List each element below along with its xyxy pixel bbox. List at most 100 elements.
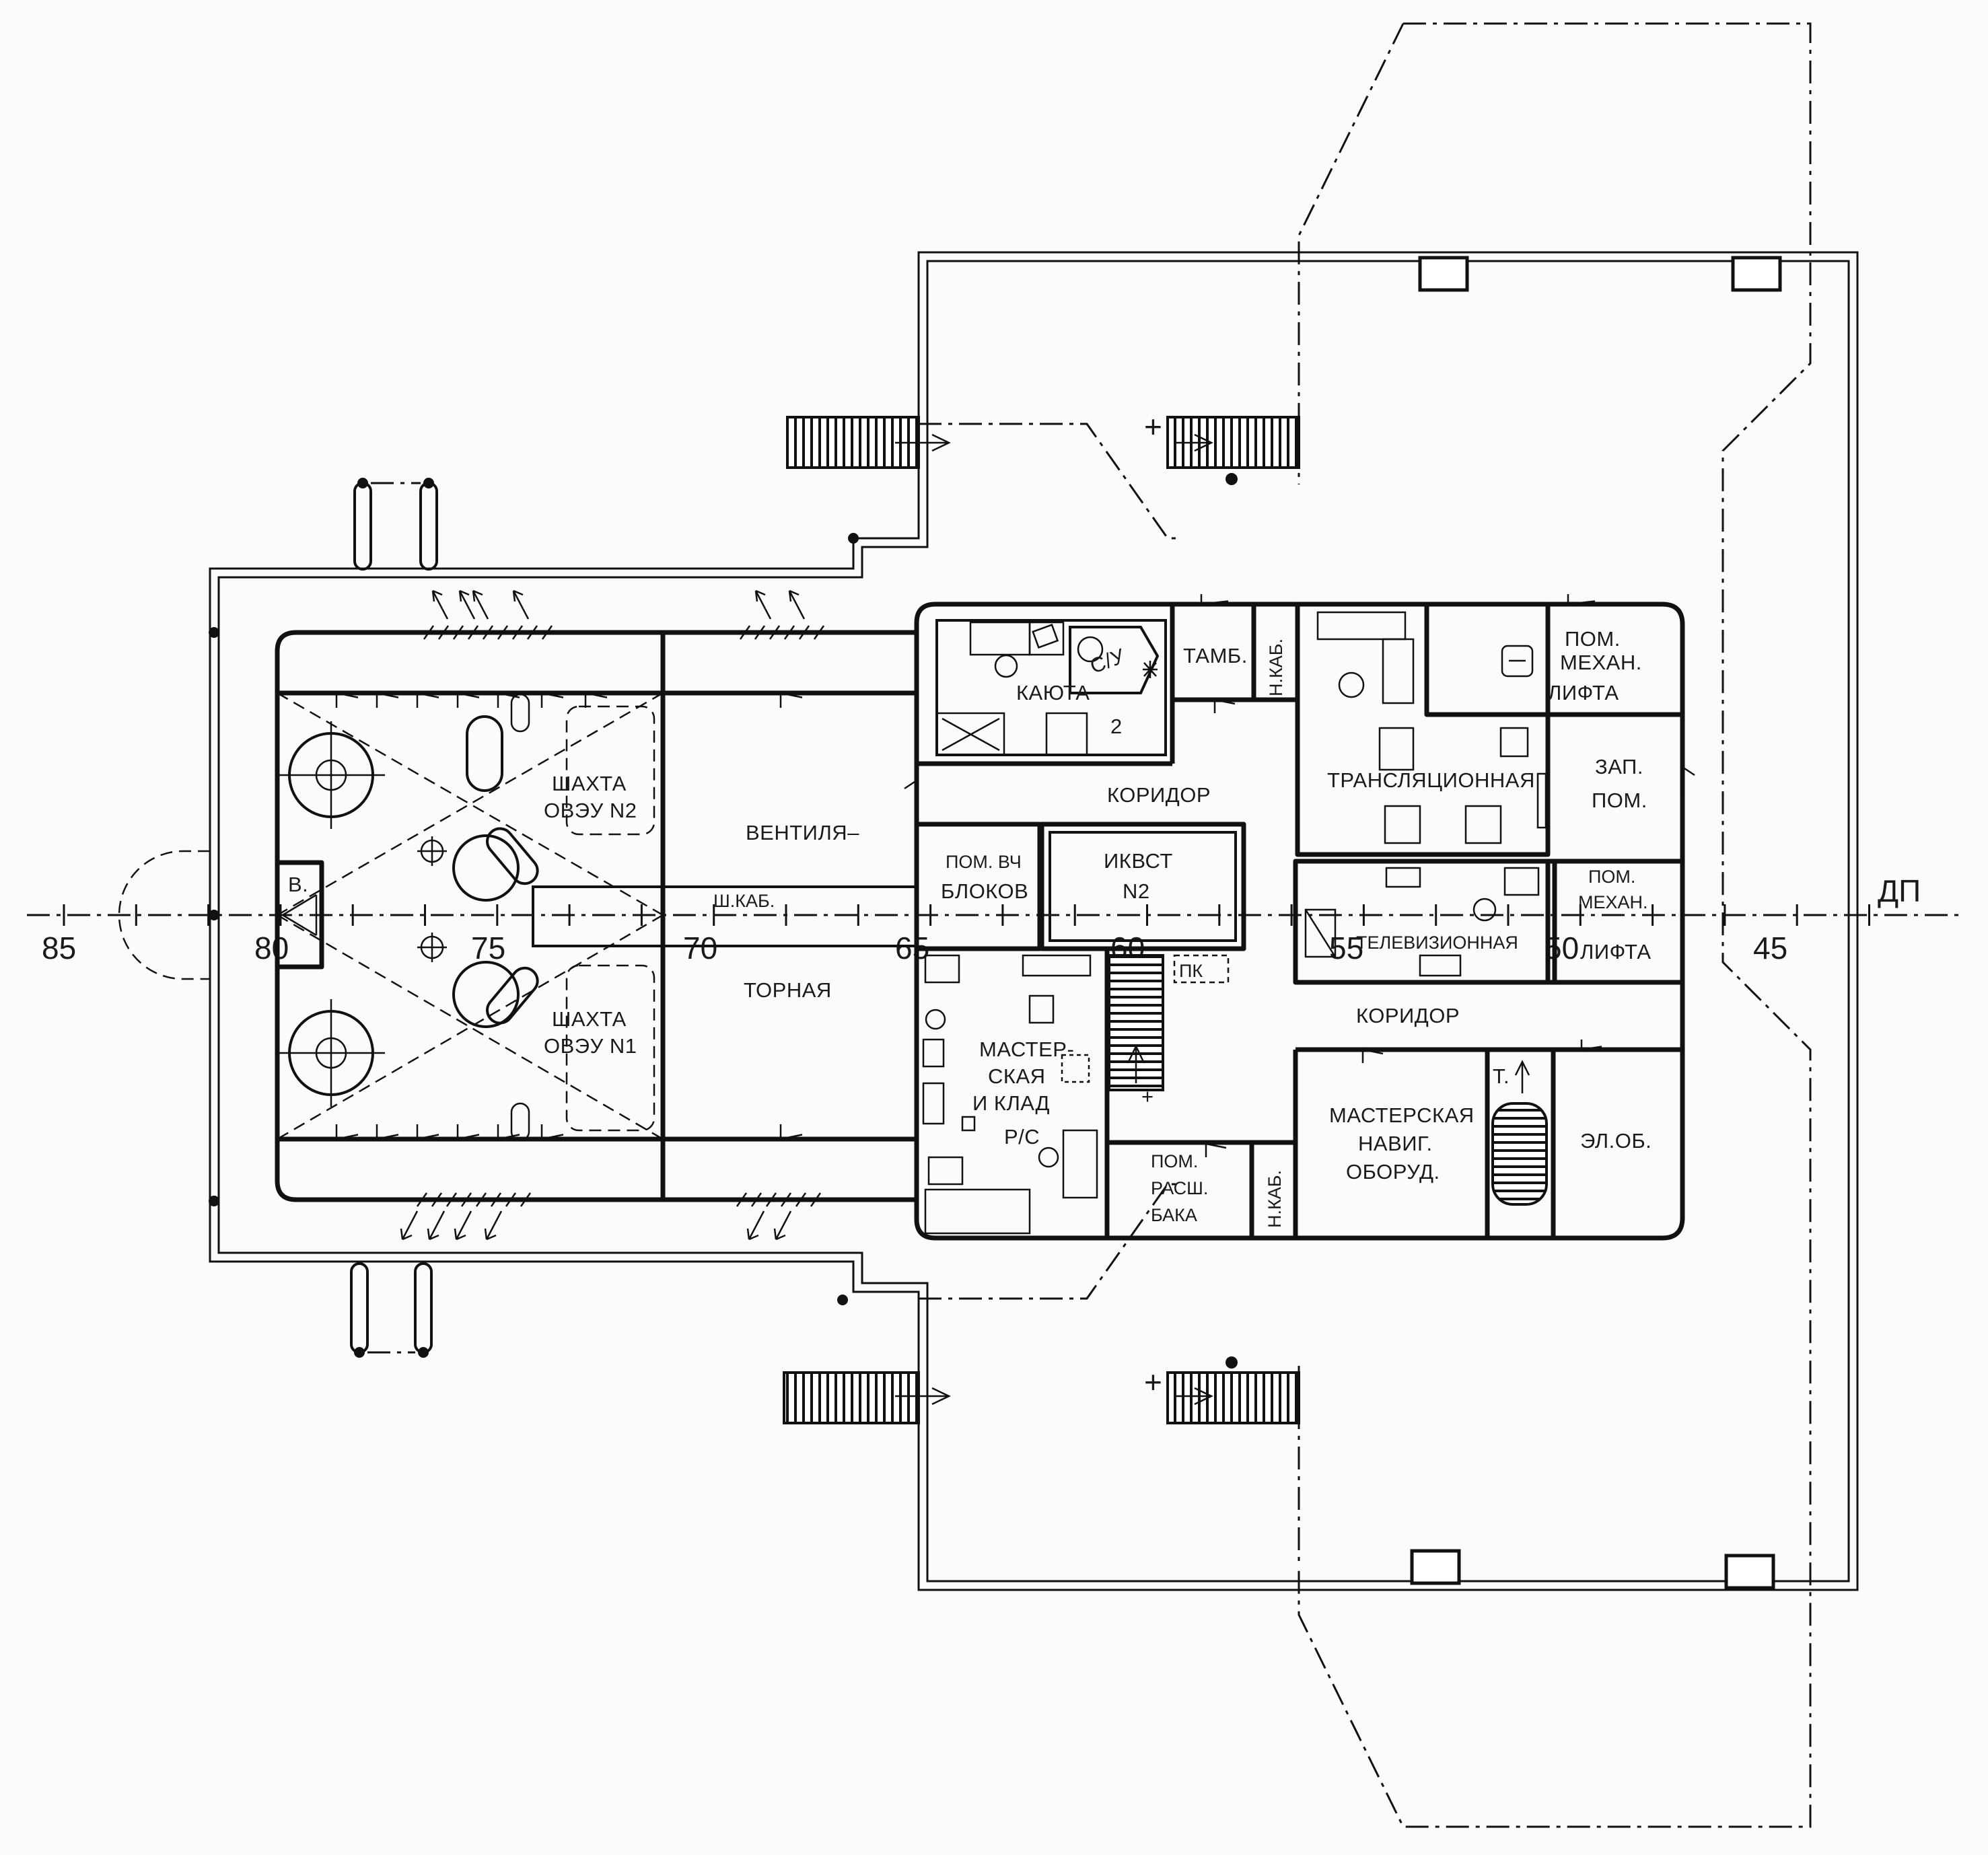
vent-grille <box>482 625 494 640</box>
handrail-top <box>353 478 438 571</box>
ikvst-box <box>1039 822 1246 951</box>
door-swing-icon <box>497 1124 520 1140</box>
door-swing-icon <box>335 594 1695 1157</box>
dash-link-top <box>919 423 1178 540</box>
arrow-icon <box>1514 1060 1530 1093</box>
room-label-mehan-mid-1: ПОМ. <box>1588 867 1635 887</box>
arrow-icon <box>512 589 530 620</box>
stair-icon <box>783 1371 920 1424</box>
room-label-zap-2: ПОМ. <box>1592 789 1647 812</box>
door-swing-icon <box>376 1124 399 1140</box>
machine-circle <box>417 693 539 1142</box>
vent-grille <box>739 625 751 640</box>
pivot-dot <box>209 910 219 920</box>
forward-block-wall <box>914 602 1685 1241</box>
vent-grille <box>416 1192 428 1207</box>
vent-arrows <box>400 589 825 1241</box>
arrow-icon <box>1174 433 1213 452</box>
door-swing-icon <box>584 692 608 708</box>
pivot-dot <box>1226 473 1238 485</box>
room-label-mehan-top-2: МЕХАН. <box>1560 651 1642 674</box>
vent-grille <box>736 1192 748 1207</box>
room-label-mehan-top-3: ЛИФТА <box>1548 681 1619 704</box>
arrow-icon <box>746 1210 765 1241</box>
post-top-2 <box>1731 256 1782 292</box>
door-swing-icon <box>1361 1048 1384 1063</box>
axis-label: ДП <box>1878 873 1921 908</box>
vent-grille <box>467 625 479 640</box>
vent-grille <box>505 1192 517 1207</box>
door-swing-icon <box>282 894 318 937</box>
room-label-shahta-n2-1: ШАХТА <box>552 772 627 795</box>
bow-door-box <box>275 860 324 970</box>
door-swing-icon <box>456 1124 480 1140</box>
arrow-icon <box>400 1210 419 1241</box>
room-label-mast-klad-2: СКАЯ <box>988 1064 1046 1088</box>
arrow-icon <box>458 589 476 620</box>
room-label-mast-klad-1: МАСТЕР- <box>979 1038 1074 1061</box>
arrow-icon <box>472 589 489 620</box>
room-label-vch-1: ПОМ. ВЧ <box>946 852 1022 872</box>
room-label-mehan-top-1: ПОМ. <box>1565 627 1621 651</box>
vent-grille <box>750 1192 762 1207</box>
room-label-mehan-mid-3: ЛИФТА <box>1580 940 1652 963</box>
frame-number: 50 <box>1545 931 1579 966</box>
upper-dash-outline <box>1298 22 1812 1828</box>
room-label-zap-1: ЗАП. <box>1595 755 1643 778</box>
vent-grille <box>754 625 766 640</box>
room-label-rassh-3: БАКА <box>1151 1205 1197 1225</box>
vent-grille <box>446 1192 458 1207</box>
room-label-kayuta-num: 2 <box>1110 715 1123 738</box>
door-swing-icon <box>779 692 803 708</box>
room-label-koridor-top: КОРИДОР <box>1107 783 1211 807</box>
toilet-icon <box>1069 626 1160 694</box>
room-label-mast-klad-4: Р/С <box>1004 1125 1040 1149</box>
door-swing-icon <box>779 1124 803 1140</box>
bulwark-outer <box>209 251 1859 1591</box>
door-swing-icon <box>1200 594 1229 606</box>
door-swing-icon <box>904 779 918 807</box>
arrow-icon <box>754 589 772 620</box>
room-label-sh-kab: Ш.КАБ. <box>713 891 775 911</box>
post-bottom-2 <box>1724 1554 1775 1590</box>
vent-grille <box>452 625 464 640</box>
post-bottom-1 <box>1410 1549 1461 1585</box>
room-label-shahta-n1-1: ШАХТА <box>552 1007 627 1031</box>
vent-grille <box>437 625 450 640</box>
lift-room-top <box>1424 604 1682 717</box>
door-swing-icon <box>1567 594 1596 606</box>
arrow-icon <box>454 1210 472 1241</box>
room-label-b: В. <box>288 873 308 896</box>
room-label-koridor-bottom: КОРИДОР <box>1356 1004 1460 1027</box>
room-label-shahta-n1-2: ОВЭУ N1 <box>544 1034 637 1058</box>
vent-grille <box>520 1192 532 1207</box>
room-label-navig-3: ОБОРУД. <box>1346 1160 1440 1184</box>
vent-grille <box>490 1192 502 1207</box>
translyatsionnaya-box <box>1295 602 1551 857</box>
vent-grille <box>783 625 795 640</box>
vent-grille <box>765 1192 777 1207</box>
arrow-icon <box>1127 1044 1145 1083</box>
room-label-rassh-2: РАСШ. <box>1151 1178 1208 1198</box>
room-label-ikvst-2: N2 <box>1123 879 1150 903</box>
room-label-shahta-n2-2: ОВЭУ N2 <box>544 799 637 822</box>
vent-grille <box>497 625 509 640</box>
room-label-su: С/У <box>1087 644 1128 678</box>
pivot-dot <box>837 1295 848 1305</box>
pivot-dot <box>209 627 219 638</box>
dash-link-bottom <box>919 1183 1178 1300</box>
room-label-tornaya: ТОРНАЯ <box>744 978 832 1002</box>
arrow-icon <box>484 1210 503 1241</box>
room-label-nkab-bottom: Н.КАБ. <box>1265 1170 1285 1228</box>
room-label-rassh-1: ПОМ. <box>1151 1151 1198 1171</box>
bulwark-inner <box>217 260 1850 1583</box>
televizionnaya-box <box>1293 859 1551 985</box>
frame-number: 70 <box>683 931 717 966</box>
plus-sign: + <box>1141 1085 1154 1108</box>
room-label-vch-2: БЛОКОВ <box>941 879 1028 903</box>
door-swing-icon <box>540 1124 564 1140</box>
room-label-kayuta: КАЮТА <box>1016 681 1090 704</box>
vent-grille <box>541 625 553 640</box>
